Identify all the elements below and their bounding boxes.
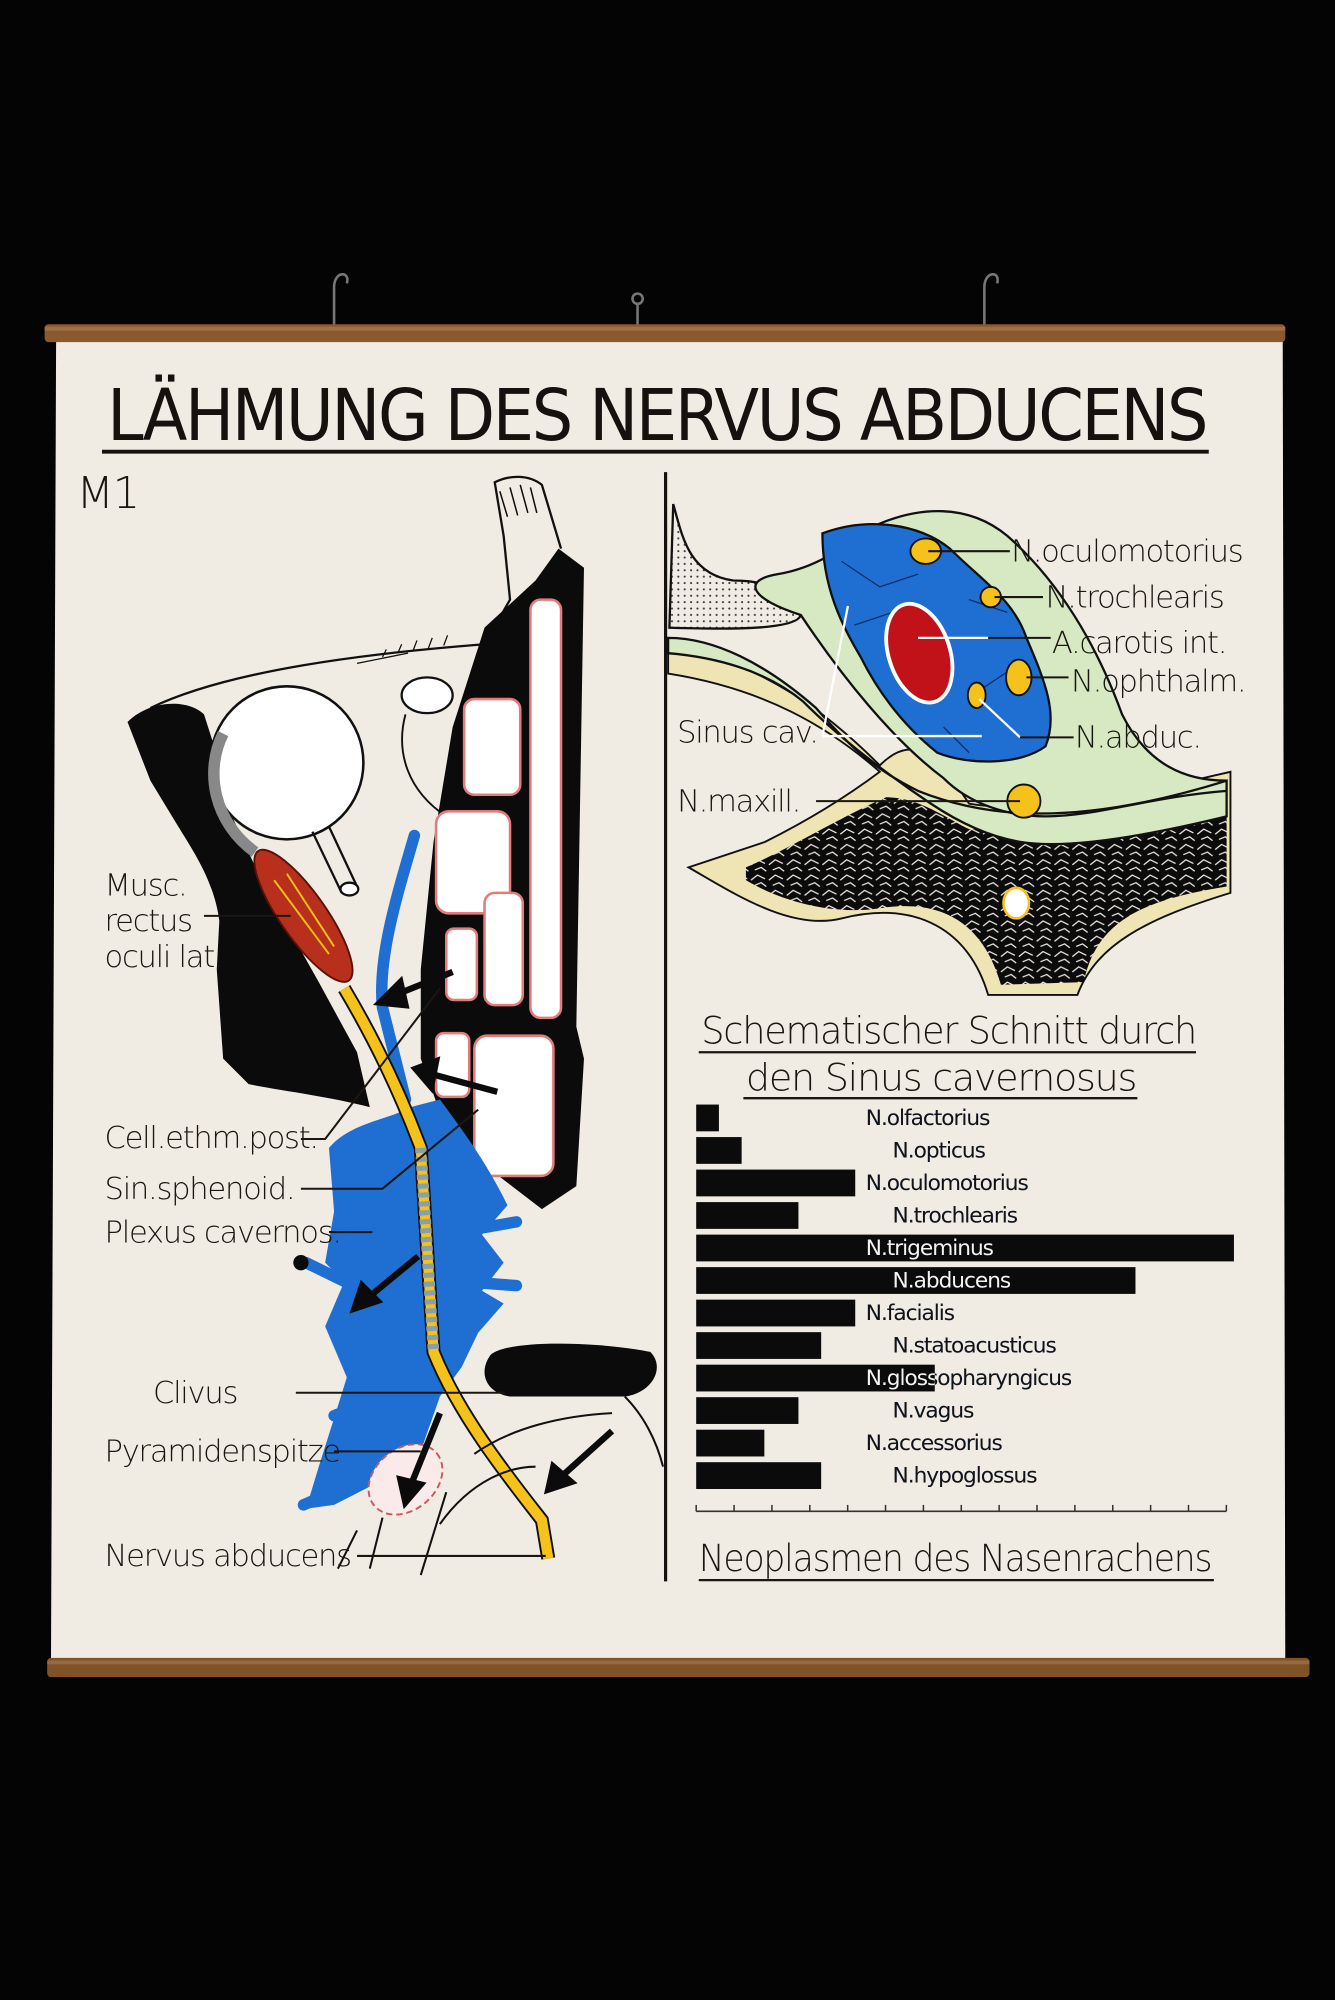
sphenoid-bone (745, 797, 1227, 985)
sinus-cavernosus-section: N.oculomotorius N.trochlearis A.carotis … (666, 503, 1247, 996)
label-plexus-cavernos: Plexus cavernos. (105, 1215, 341, 1250)
poster-code: M1 (77, 469, 139, 519)
bar-4 (696, 1202, 799, 1229)
bar-label: N.olfactorius (866, 1106, 990, 1131)
bar-1 (696, 1104, 719, 1132)
poster-title: LÄHMUNG DES NERVUS ABDUCENS (107, 374, 1206, 457)
bar-9 (696, 1364, 935, 1392)
hanging-hooks (332, 273, 999, 326)
bar-label: N.vagus (893, 1399, 975, 1424)
label-sin-sphenoid: Sin.sphenoid. (105, 1172, 295, 1207)
section-heading-line1: Schematischer Schnitt durch (701, 1009, 1196, 1052)
bar-label: N.trigeminus (866, 1236, 994, 1261)
lateral-rectus-muscle (253, 848, 354, 983)
bar-10 (696, 1397, 799, 1424)
bar-label: N.accessorius (866, 1431, 1003, 1456)
carotid-artery (884, 601, 955, 705)
chart-title: Neoplasmen des Nasenrachens (699, 1537, 1212, 1580)
label-musc: Musc. (105, 868, 187, 903)
label-n-abduc: N.abduc. (1075, 721, 1201, 756)
neoplasm-bar-chart: N.olfactoriusN.opticusN.oculomotoriusN.t… (695, 1104, 1234, 1513)
bar-6 (696, 1267, 1136, 1294)
label-oculi-lat: oculi lat. (105, 940, 223, 975)
left-anatomy-diagram: Musc. rectus oculi lat. Cell.ethm.post. … (105, 475, 665, 1576)
bar-label: N.statoacusticus (893, 1334, 1057, 1359)
bar-3 (696, 1169, 856, 1197)
bar-2 (696, 1137, 742, 1164)
label-pyramidenspitze: Pyramidenspitze (105, 1435, 340, 1470)
bar-label: N.facialis (866, 1301, 955, 1326)
label-clivus: Clivus (153, 1376, 237, 1411)
bar-label: N.glossopharyngicus (866, 1366, 1072, 1391)
label-a-carotis-int: A.carotis int. (1052, 626, 1226, 661)
bar-label: N.abducens (893, 1269, 1011, 1294)
arrows (349, 968, 615, 1510)
label-cell-ethm-post: Cell.ethm.post. (105, 1121, 318, 1156)
bar-5 (696, 1234, 1234, 1262)
bar-label: N.opticus (893, 1138, 986, 1163)
bar-11 (696, 1429, 765, 1457)
eyeball (209, 685, 365, 841)
label-rectus: rectus (105, 904, 192, 939)
label-sinus-cav: Sinus cav. (677, 715, 818, 750)
label-n-maxill: N.maxill. (677, 784, 800, 819)
section-heading-line2: den Sinus cavernosus (746, 1057, 1136, 1100)
bar-12 (696, 1462, 822, 1489)
label-n-trochlearis: N.trochlearis (1046, 580, 1224, 615)
bar-8 (696, 1332, 822, 1359)
abducens-nerve (339, 985, 554, 1560)
label-n-oculomotorius: N.oculomotorius (1011, 534, 1242, 569)
bar-label: N.hypoglossus (893, 1464, 1038, 1489)
bar-7 (696, 1299, 856, 1327)
bar-label: N.oculomotorius (866, 1171, 1029, 1196)
label-nervus-abducens: Nervus abducens (105, 1539, 351, 1574)
label-n-ophthalm: N.ophthalm. (1071, 664, 1245, 699)
bar-label: N.trochlearis (893, 1204, 1018, 1229)
